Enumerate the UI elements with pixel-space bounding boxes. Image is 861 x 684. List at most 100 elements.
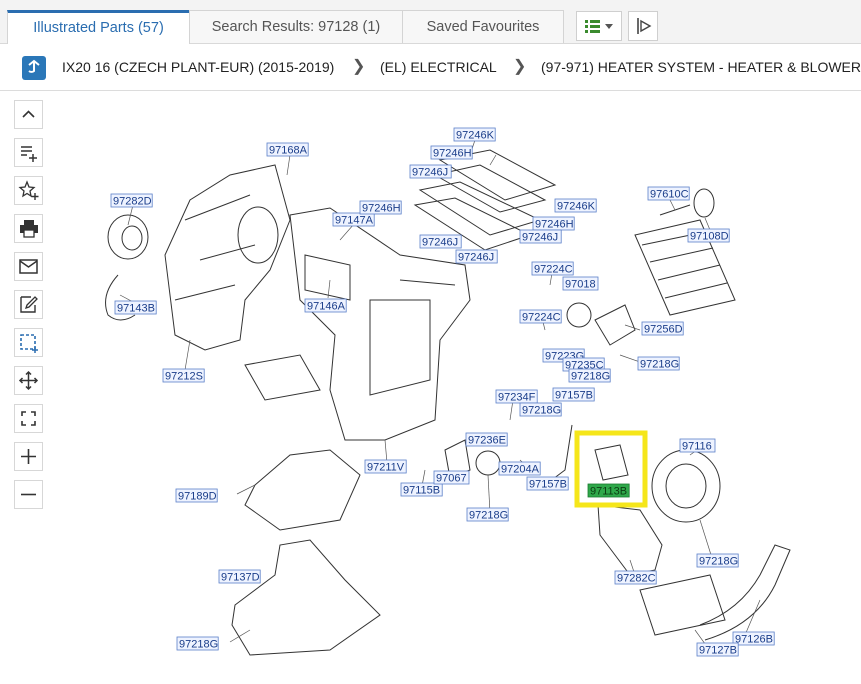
share-button[interactable] bbox=[628, 11, 658, 41]
part-label-box[interactable] bbox=[409, 164, 452, 179]
email-button[interactable] bbox=[14, 252, 43, 281]
part-label-box[interactable] bbox=[495, 389, 538, 404]
part-label-box[interactable] bbox=[176, 636, 219, 651]
breadcrumb-model[interactable]: IX20 16 (CZECH PLANT-EUR) (2015-2019) bbox=[62, 59, 335, 75]
part-label-box[interactable] bbox=[162, 368, 205, 383]
part-label-97218g[interactable]: 97218G bbox=[640, 359, 679, 371]
part-label-box[interactable] bbox=[647, 186, 690, 201]
print-button[interactable] bbox=[14, 214, 43, 243]
part-label-box[interactable] bbox=[359, 200, 402, 215]
zoom-out-button[interactable] bbox=[14, 480, 43, 509]
pan-button[interactable] bbox=[14, 366, 43, 395]
part-label-box[interactable] bbox=[453, 127, 496, 142]
part-label-97246j[interactable]: 97246J bbox=[412, 167, 448, 179]
part-label-97246k[interactable]: 97246K bbox=[456, 130, 495, 142]
part-label-box[interactable] bbox=[526, 476, 569, 491]
add-note-button[interactable] bbox=[14, 138, 43, 167]
part-label-box[interactable] bbox=[614, 570, 657, 585]
part-label-97224c[interactable]: 97224C bbox=[534, 264, 573, 276]
part-label-box[interactable] bbox=[400, 482, 443, 497]
part-label-97610c[interactable]: 97610C bbox=[650, 189, 689, 201]
part-label-97189d[interactable]: 97189D bbox=[178, 491, 217, 503]
part-label-97218g[interactable]: 97218G bbox=[469, 510, 508, 522]
part-label-box[interactable] bbox=[641, 321, 684, 336]
part-label-97246h[interactable]: 97246H bbox=[433, 148, 472, 160]
part-label-97246h[interactable]: 97246H bbox=[362, 203, 401, 215]
part-label-box[interactable] bbox=[587, 483, 630, 498]
breadcrumb-group[interactable]: (EL) ELECTRICAL bbox=[380, 59, 497, 75]
part-label-97126b[interactable]: 97126B bbox=[735, 634, 773, 646]
zoom-in-button[interactable] bbox=[14, 442, 43, 471]
part-label-box[interactable] bbox=[498, 461, 541, 476]
part-label-97211v[interactable]: 97211V bbox=[367, 462, 405, 474]
part-label-box[interactable] bbox=[637, 356, 680, 371]
add-favourite-button[interactable] bbox=[14, 176, 43, 205]
part-label-97234f[interactable]: 97234F bbox=[498, 392, 536, 404]
part-label-box[interactable] bbox=[218, 569, 261, 584]
part-label-box[interactable] bbox=[114, 300, 157, 315]
part-label-97218g[interactable]: 97218G bbox=[571, 371, 610, 383]
part-label-97218g[interactable]: 97218G bbox=[179, 639, 218, 651]
part-label-box[interactable] bbox=[679, 438, 716, 453]
edit-button[interactable] bbox=[14, 290, 43, 319]
part-label-box[interactable] bbox=[732, 631, 775, 646]
tab-illustrated-parts[interactable]: Illustrated Parts (57) bbox=[7, 10, 190, 44]
part-label-97282d[interactable]: 97282D bbox=[113, 196, 152, 208]
part-label-box[interactable] bbox=[466, 507, 509, 522]
part-label-box[interactable] bbox=[433, 470, 470, 485]
part-label-97143b[interactable]: 97143B bbox=[117, 303, 155, 315]
part-label-97204a[interactable]: 97204A bbox=[501, 464, 540, 476]
part-label-box[interactable] bbox=[266, 142, 309, 157]
part-label-97108d[interactable]: 97108D bbox=[690, 231, 729, 243]
part-label-97218g[interactable]: 97218G bbox=[522, 405, 561, 417]
part-label-97157b[interactable]: 97157B bbox=[529, 479, 567, 491]
part-label-box[interactable] bbox=[531, 261, 574, 276]
part-label-97137d[interactable]: 97137D bbox=[221, 572, 260, 584]
part-label-box[interactable] bbox=[332, 212, 375, 227]
part-label-97146a[interactable]: 97146A bbox=[307, 301, 346, 313]
part-label-97235c[interactable]: 97235C bbox=[565, 360, 604, 372]
part-label-box[interactable] bbox=[562, 276, 599, 291]
part-label-97246k[interactable]: 97246K bbox=[557, 201, 596, 213]
part-label-97246j[interactable]: 97246J bbox=[422, 237, 458, 249]
select-area-button[interactable] bbox=[14, 328, 43, 357]
part-label-box[interactable] bbox=[110, 193, 153, 208]
catalog-logo-icon[interactable] bbox=[22, 56, 46, 80]
part-label-97067[interactable]: 97067 bbox=[436, 473, 467, 485]
part-label-97212s[interactable]: 97212S bbox=[165, 371, 203, 383]
part-label-box[interactable] bbox=[554, 198, 597, 213]
part-label-97127b[interactable]: 97127B bbox=[699, 645, 737, 657]
part-label-97246h[interactable]: 97246H bbox=[535, 219, 574, 231]
part-label-box[interactable] bbox=[364, 459, 407, 474]
breadcrumb-section[interactable]: (97-971) HEATER SYSTEM - HEATER & BLOWER bbox=[541, 59, 861, 75]
part-label-box[interactable] bbox=[552, 387, 595, 402]
part-label-box[interactable] bbox=[696, 642, 739, 657]
list-view-toggle[interactable] bbox=[576, 11, 622, 41]
part-label-box[interactable] bbox=[568, 368, 611, 383]
collapse-up-button[interactable] bbox=[14, 100, 43, 129]
part-label-97246j[interactable]: 97246J bbox=[458, 252, 494, 264]
parts-diagram[interactable]: 97168A 97282D 97143B 97212S 97147A 97146A 9724… bbox=[58, 91, 861, 684]
part-label-97236e[interactable]: 97236E bbox=[468, 435, 506, 447]
part-label-box[interactable] bbox=[519, 309, 562, 324]
part-label-box[interactable] bbox=[455, 249, 498, 264]
part-label-97157b[interactable]: 97157B bbox=[555, 390, 593, 402]
part-label-97246j[interactable]: 97246J bbox=[522, 232, 558, 244]
part-label-97147a[interactable]: 97147A bbox=[335, 215, 374, 227]
part-label-box[interactable] bbox=[175, 488, 218, 503]
part-label-box[interactable] bbox=[465, 432, 508, 447]
tab-search-results[interactable]: Search Results: 97128 (1) bbox=[189, 10, 403, 43]
part-label-97256d[interactable]: 97256D bbox=[644, 324, 683, 336]
part-label-box[interactable] bbox=[519, 402, 562, 417]
part-label-97116[interactable]: 97116 bbox=[682, 441, 712, 453]
part-label-97018[interactable]: 97018 bbox=[565, 279, 596, 291]
part-label-box[interactable] bbox=[687, 228, 730, 243]
tab-saved-favourites[interactable]: Saved Favourites bbox=[402, 10, 564, 43]
part-label-box[interactable] bbox=[519, 229, 562, 244]
part-label-97282c[interactable]: 97282C bbox=[617, 573, 656, 585]
part-label-97115b[interactable]: 97115B bbox=[403, 485, 440, 497]
part-label-97113b[interactable]: 97113B bbox=[590, 486, 627, 498]
part-label-97168a[interactable]: 97168A bbox=[269, 145, 308, 157]
part-label-97218g[interactable]: 97218G bbox=[699, 556, 738, 568]
part-label-box[interactable] bbox=[696, 553, 739, 568]
